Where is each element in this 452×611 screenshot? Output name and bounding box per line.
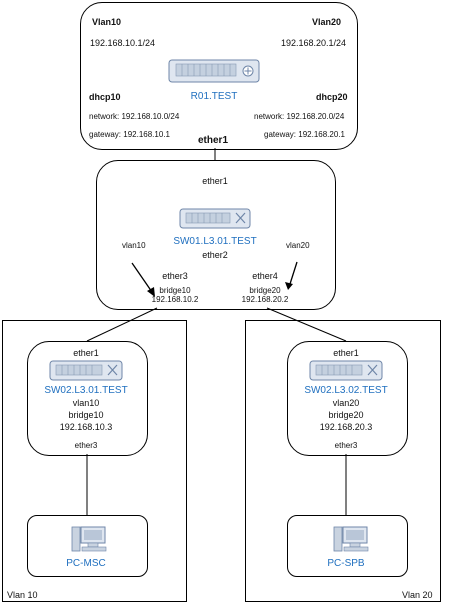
router-dhcp20-network: network: 192.168.20.0/24	[254, 112, 345, 121]
core-bridge20-ip: 192.168.20.2	[241, 295, 289, 304]
switch-msc-node[interactable]	[27, 341, 148, 456]
msc-switch-bridge: bridge10	[68, 410, 104, 420]
router-dhcp10-network: network: 192.168.10.0/24	[89, 112, 180, 121]
router-vlan20-ip: 192.168.20.1/24	[281, 38, 347, 48]
spb-switch-vlan: vlan20	[332, 398, 360, 408]
spb-switch-name: SW02.L3.02.TEST	[304, 385, 388, 396]
vlan10-arrow	[131, 262, 153, 293]
core-bridge20: bridge20	[249, 286, 281, 295]
router-dhcp10-title: dhcp10	[89, 92, 121, 102]
pc-msc-node[interactable]	[27, 515, 148, 577]
router-dhcp20-title: dhcp20	[316, 92, 348, 102]
pc-spb-node[interactable]	[287, 515, 408, 577]
core-bridge10: bridge10	[159, 286, 191, 295]
core-spb-link	[266, 307, 347, 342]
msc-switch-downlink: ether3	[74, 441, 98, 450]
spb-switch-uplink: ether1	[333, 348, 359, 358]
switch-spb-node[interactable]	[287, 341, 408, 456]
pc-msc-icon	[71, 526, 107, 552]
spb-switch-ip: 192.168.20.3	[319, 422, 373, 432]
msc-switch-uplink: ether1	[73, 348, 99, 358]
vlan20-zone-label: Vlan 20	[402, 590, 433, 600]
router-vlan20-title: Vlan20	[312, 17, 342, 27]
core-uplink-port: ether1	[202, 176, 228, 186]
pc-spb-name: PC-SPB	[327, 558, 365, 569]
core-vlan20-label: vlan20	[286, 241, 310, 250]
router-device-name: R01.TEST	[190, 91, 238, 102]
vlan10-arrowhead	[147, 287, 155, 297]
core-vlan10-label: vlan10	[122, 241, 146, 250]
vlan20-arrowhead	[285, 282, 293, 290]
vlan20-arrow	[289, 261, 298, 285]
msc-switch-ip: 192.168.10.3	[59, 422, 113, 432]
router-vlan10-title: Vlan10	[92, 17, 122, 27]
core-bridge10-ip: 192.168.10.2	[151, 295, 199, 304]
spb-switch-downlink: ether3	[334, 441, 358, 450]
router-link-label: ether1	[198, 135, 229, 146]
router-vlan10-ip: 192.168.10.1/24	[90, 38, 156, 48]
spb-switch-bridge: bridge20	[328, 410, 364, 420]
core-port4: ether4	[252, 271, 278, 281]
core-port2: ether2	[202, 250, 228, 260]
pc-spb-icon	[333, 526, 369, 552]
msc-switch-vlan: vlan10	[72, 398, 100, 408]
pc-msc-name: PC-MSC	[66, 558, 106, 569]
core-port3: ether3	[162, 271, 188, 281]
core-device-name: SW01.L3.01.TEST	[173, 236, 257, 247]
msc-switch-name: SW02.L3.01.TEST	[44, 385, 128, 396]
router-dhcp20-gateway: gateway: 192.168.20.1	[264, 130, 345, 139]
core-switch-node[interactable]	[96, 160, 336, 310]
vlan10-zone-label: Vlan 10	[7, 590, 38, 600]
core-msc-link	[86, 307, 158, 342]
router-dhcp10-gateway: gateway: 192.168.10.1	[89, 130, 170, 139]
